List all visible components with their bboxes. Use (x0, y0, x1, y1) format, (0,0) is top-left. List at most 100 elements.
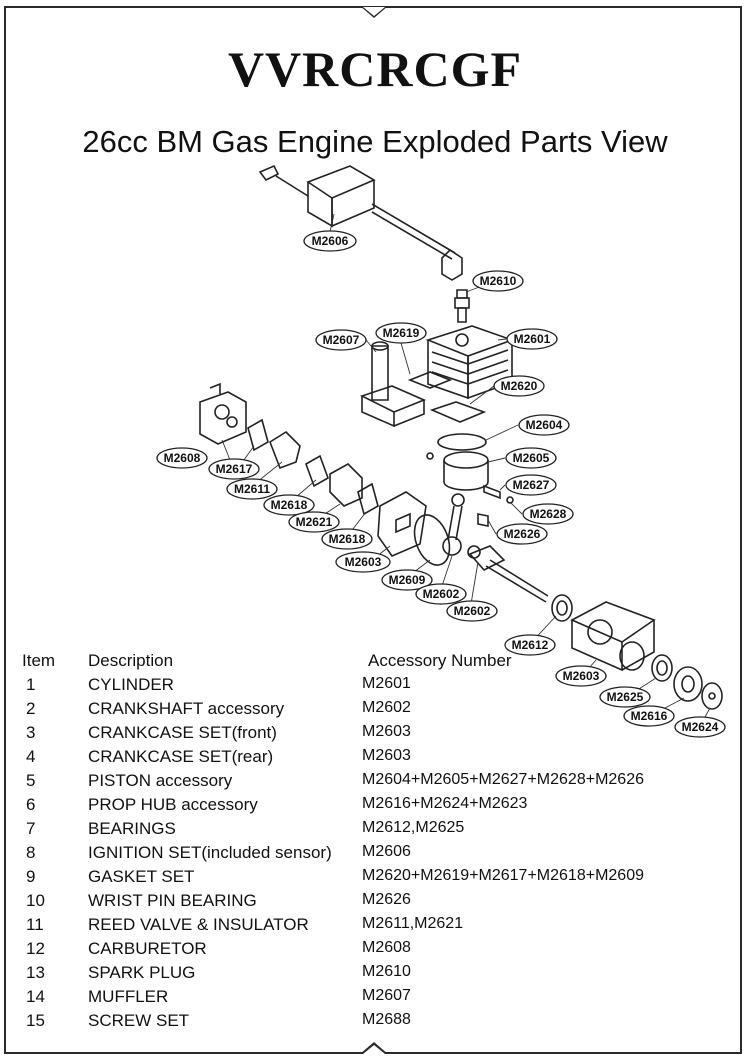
gasket-drawing (305, 454, 329, 488)
part-callout-label: M2604 (526, 418, 563, 432)
item-description: CRANKCASE SET(front) (88, 723, 277, 742)
connecting-rod-drawing (442, 493, 465, 556)
part-callout-label: M2618 (271, 498, 308, 512)
item-number: 12 (26, 939, 45, 958)
ignition-module-drawing (258, 164, 463, 281)
part-callout-label: M2606 (312, 234, 349, 248)
accessory-number: M2616+M2624+M2623 (362, 795, 528, 812)
pin-clip-drawing (506, 496, 514, 504)
item-description: SPARK PLUG (88, 963, 196, 982)
gasket-drawing (413, 514, 451, 566)
part-callout-label: M2602 (454, 604, 491, 618)
item-number: 1 (26, 675, 36, 694)
top-notch-inner (363, 7, 385, 16)
part-callout: M2603 (335, 551, 391, 573)
column-header-accessory: Accessory Number (368, 651, 512, 670)
item-description: PROP HUB accessory (88, 795, 258, 814)
item-number: 4 (26, 747, 36, 766)
carburetor-drawing (199, 382, 247, 445)
item-number: 2 (26, 699, 36, 718)
item-description: CYLINDER (88, 675, 174, 694)
table-row: 15 SCREW SET M2688 (22, 1011, 722, 1035)
part-callout: M2619 (375, 322, 427, 344)
washer-drawing (701, 682, 723, 710)
item-number: 10 (26, 891, 45, 910)
part-drawings (199, 164, 723, 710)
item-number: 13 (26, 963, 45, 982)
part-callout-label: M2609 (389, 573, 426, 587)
bearing-drawing (551, 594, 573, 622)
part-callout: M2605 (505, 447, 557, 469)
part-callout: M2602 (415, 583, 467, 605)
part-callout-label: M2626 (504, 527, 541, 541)
part-callout-label: M2627 (513, 478, 550, 492)
item-description: MUFFLER (88, 987, 169, 1006)
reed-valve-drawing (329, 463, 363, 507)
bottom-notch-inner (363, 1045, 385, 1054)
part-callout: M2617 (208, 458, 260, 480)
part-callout: M2625 (599, 686, 651, 708)
part-callout-label: M2624 (682, 720, 719, 734)
part-callout-label: M2617 (216, 462, 253, 476)
part-callout: M2611 (226, 478, 278, 500)
part-callout-label: M2607 (323, 333, 360, 347)
part-callout: M2607 (315, 329, 367, 351)
accessory-number: M2626 (362, 891, 411, 908)
accessory-number: M2603 (362, 747, 411, 764)
part-callout-label: M2612 (512, 638, 549, 652)
column-header-description: Description (88, 651, 174, 670)
part-callout: M2604 (518, 414, 570, 436)
item-description: SCREW SET (88, 1011, 190, 1030)
accessory-number: M2608 (362, 939, 411, 956)
item-description: WRIST PIN BEARING (88, 891, 257, 910)
item-number: 15 (26, 1011, 45, 1030)
part-callout: M2609 (381, 569, 433, 591)
crankshaft-drawing (467, 545, 549, 603)
part-callout-label: M2602 (423, 587, 460, 601)
item-number: 5 (26, 771, 36, 790)
gasket-drawing (357, 482, 379, 516)
spark-plug-drawing (454, 289, 470, 323)
part-callout-label: M2625 (607, 690, 644, 704)
part-callout-label: M2603 (563, 669, 600, 683)
part-callout: M2612 (504, 634, 556, 656)
part-callout-label: M2608 (164, 451, 201, 465)
accessory-number: M2688 (362, 1011, 411, 1028)
part-callout: M2602 (446, 600, 498, 622)
part-callout: M2618 (321, 528, 373, 550)
part-callout: M2620 (493, 375, 545, 397)
prop-hub-drawing (673, 666, 703, 702)
part-callout: M2627 (505, 474, 557, 496)
item-description: PISTON accessory (88, 771, 233, 790)
needle-bearing-drawing (477, 513, 489, 527)
item-number: 9 (26, 867, 36, 886)
part-callout-label: M2619 (383, 326, 420, 340)
brand-title: VVRCRCGF (227, 41, 523, 97)
column-header-item: Item (22, 651, 56, 670)
item-description: CRANKSHAFT accessory (88, 699, 285, 718)
item-description: IGNITION SET(included sensor) (88, 843, 332, 862)
part-callout-label: M2616 (631, 709, 668, 723)
item-description: REED VALVE & INSULATOR (88, 915, 309, 934)
part-callout-label: M2621 (296, 515, 333, 529)
gasket-drawing (429, 401, 487, 423)
gasket-drawing (407, 371, 453, 389)
item-number: 3 (26, 723, 36, 742)
accessory-number: M2611,M2621 (362, 915, 464, 932)
piston-ring-drawing (437, 433, 487, 451)
part-callout-label: M2601 (514, 332, 551, 346)
accessory-number: M2612,M2625 (362, 819, 465, 836)
wrist-pin-drawing (483, 484, 501, 500)
table-row: 12 CARBURETOR M2608 (22, 939, 722, 963)
item-description: CARBURETOR (88, 939, 207, 958)
part-callout: M2616 (623, 705, 675, 727)
